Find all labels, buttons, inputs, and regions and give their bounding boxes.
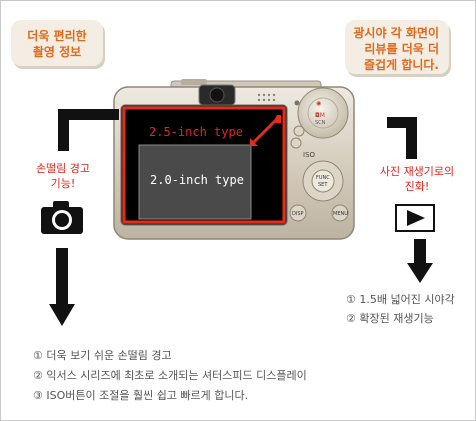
right-arrow-shaft [414, 239, 426, 264]
left-arrow-shaft [56, 248, 68, 306]
wide-angle-bubble: 광시야 각 화면이 리뷰를 더욱 더 즐겁게 합니다. [345, 20, 449, 74]
svg-text:SCN: SCN [315, 120, 326, 126]
svg-text:FUNC: FUNC [316, 175, 330, 181]
list-item: ② 확장된 재생기능 [346, 312, 434, 325]
svg-text:ISO: ISO [303, 151, 316, 159]
list-item: ② 익서스 시리즈에 최초로 소개되는 셔터스피드 디스플레이 [33, 369, 307, 382]
list-item: ③ ISO버튼이 조절을 훨씬 쉽고 빠르게 합니다. [33, 389, 249, 402]
list-item: ① 1.5배 넓어진 시야각 [346, 293, 455, 306]
bubble-line: 더욱 편리한 [27, 29, 87, 43]
playback-feature-list: ① 1.5배 넓어진 시야각 ② 확장된 재생기능 [346, 290, 455, 328]
bubble-line: 즐겁게 합니다. [364, 58, 439, 72]
playback-evolution-label: 사진 재생기로의 진화! [367, 164, 467, 194]
label-line: 기능! [50, 177, 76, 190]
bubble-line: 촬영 정보 [32, 45, 82, 59]
label-line: 사진 재생기로의 [379, 165, 455, 178]
left-connector-bar [58, 109, 69, 151]
label-line: 손떨림 경고 [35, 162, 91, 175]
play-icon [395, 204, 435, 232]
svg-text:DISP: DISP [292, 211, 304, 217]
svg-text:◉: ◉ [316, 100, 321, 107]
down-arrow-icon [407, 263, 433, 283]
left-connector-bar [69, 109, 119, 120]
svg-text:SET: SET [318, 182, 328, 188]
svg-text:MENU: MENU [333, 211, 348, 217]
svg-text:◘M: ◘M [315, 112, 325, 119]
camera-icon [41, 201, 83, 234]
bubble-line: 광시야 각 화면이 [353, 26, 439, 40]
shooting-feature-list: ① 더욱 보기 쉬운 손떨림 경고 ② 익서스 시리즈에 최초로 소개되는 셔터… [33, 346, 307, 406]
bubble-line: 리뷰를 더욱 더 [364, 42, 439, 56]
list-item: ① 더욱 보기 쉬운 손떨림 경고 [33, 349, 172, 362]
shake-warning-label: 손떨림 경고 기능! [28, 161, 98, 191]
shooting-info-bubble: 더욱 편리한 촬영 정보 [11, 20, 103, 66]
right-connector-bar [406, 117, 417, 159]
screen-label-small: 2.0-inch type [150, 173, 244, 187]
camera-illustration: ◉ ◘M SCN ISO FUNC SET DISP MENU [113, 79, 355, 240]
down-arrow-icon [49, 304, 75, 326]
right-connector-bar [387, 117, 417, 128]
label-line: 진화! [404, 180, 430, 193]
screen-label-large: 2.5-inch type [149, 125, 243, 139]
